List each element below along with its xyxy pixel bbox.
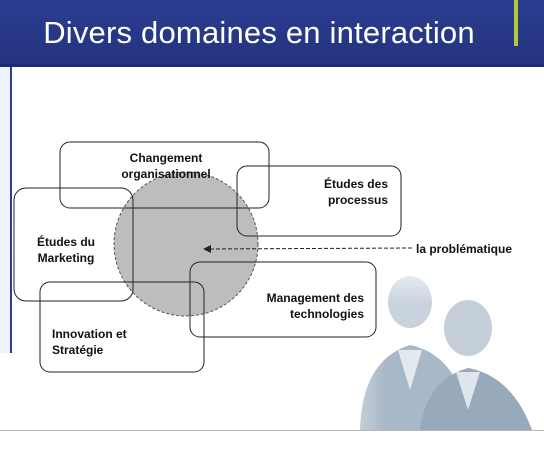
box-marketing [13, 187, 134, 302]
label-innovation: Innovation et Stratégie [52, 327, 127, 357]
box-management [189, 261, 377, 338]
title-bar: Divers domaines en interaction [0, 0, 544, 67]
footer-divider [0, 430, 544, 431]
title-accent-bar [514, 0, 518, 46]
label-problematique: la problématique [416, 242, 513, 256]
left-side-panel [0, 67, 12, 353]
box-innovation [39, 281, 205, 373]
title-underline [0, 64, 544, 67]
label-changement: Changement organisationnel [121, 151, 211, 181]
label-processus: Études des processus [323, 177, 388, 207]
box-changement [59, 141, 270, 209]
problematique-arrow [203, 244, 413, 253]
label-marketing: Études du Marketing [36, 235, 95, 265]
label-management: Management des technologies [266, 291, 364, 321]
slide-title: Divers domaines en interaction [43, 15, 475, 50]
background-people-photo [300, 250, 544, 430]
box-processus [236, 165, 402, 237]
